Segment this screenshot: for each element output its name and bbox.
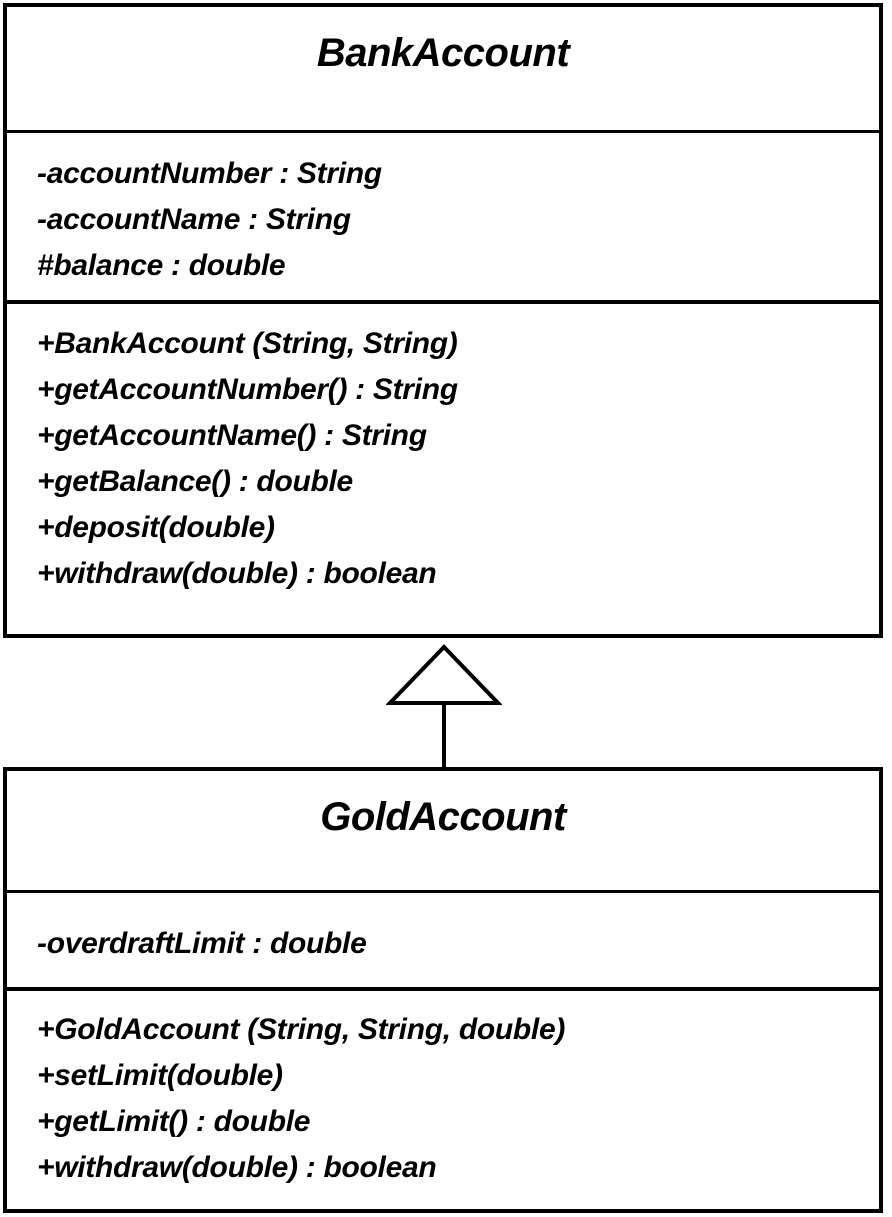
class-box-goldaccount: GoldAccount -overdraftLimit : double +Go… [3,767,883,1213]
attribute-line: #balance : double [37,249,286,282]
attribute-line: -accountNumber : String [37,157,382,190]
method-line: +getAccountName() : String [37,419,427,452]
method-line: +withdraw(double) : boolean [37,1151,437,1184]
bankaccount-methods-compartment: +BankAccount (String, String) +getAccount… [7,304,879,634]
generalization-arrow [386,644,502,769]
bankaccount-attributes-compartment: -accountNumber : String -accountName : St… [7,133,879,304]
method-line: +BankAccount (String, String) [37,327,458,360]
method-line: +setLimit(double) [37,1059,283,1092]
goldaccount-methods-compartment: +GoldAccount (String, String, double) +se… [7,991,879,1209]
method-line: +deposit(double) [37,511,275,544]
attribute-line: -accountName : String [37,203,351,236]
goldaccount-attributes-compartment: -overdraftLimit : double [7,893,879,991]
method-line: +withdraw(double) : boolean [37,557,437,590]
class-name-bankaccount: BankAccount [7,7,879,133]
method-line: +getAccountNumber() : String [37,373,458,406]
method-line: +GoldAccount (String, String, double) [37,1013,566,1046]
attribute-line: -overdraftLimit : double [37,927,367,960]
class-box-bankaccount: BankAccount -accountNumber : String-acco… [3,3,883,638]
class-name-goldaccount: GoldAccount [7,771,879,893]
method-line: +getBalance() : double [37,465,353,498]
method-line: +getLimit() : double [37,1105,311,1138]
